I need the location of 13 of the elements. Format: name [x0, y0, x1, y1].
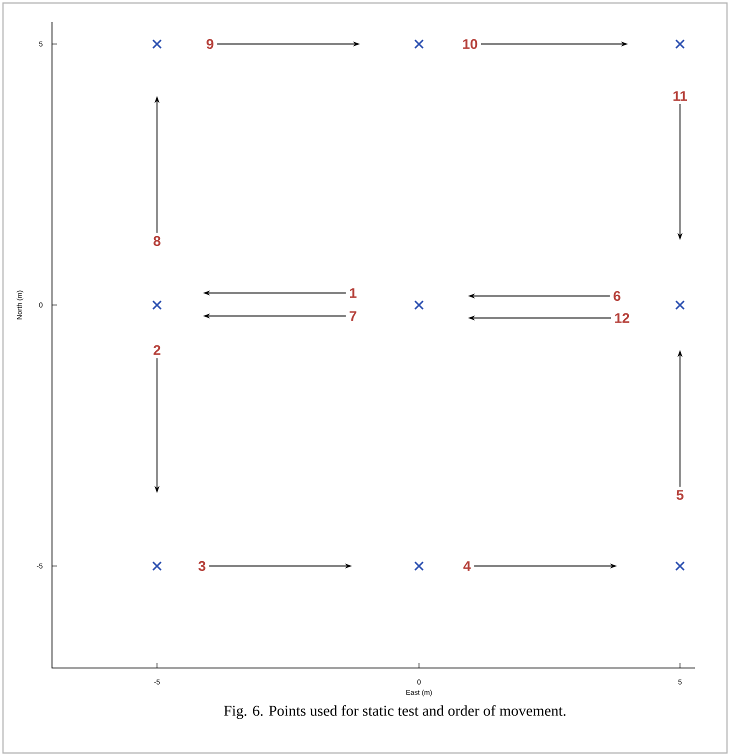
step-number: 6 [614, 291, 620, 301]
step-number: 10 [463, 39, 478, 49]
step-number: 2 [154, 345, 160, 355]
step-number: 3 [198, 561, 206, 571]
step-number: 4 [463, 561, 471, 571]
step-number: 5 [676, 490, 684, 500]
step-number: 7 [350, 311, 356, 321]
step-number: 9 [206, 39, 214, 49]
caption: Fig. 6. Points used for static test and order of movement. [224, 705, 566, 719]
step-number: 8 [154, 236, 160, 246]
step-number: 1 [350, 288, 356, 298]
step-number: 12 [615, 313, 630, 323]
step-number: 11 [673, 91, 688, 101]
